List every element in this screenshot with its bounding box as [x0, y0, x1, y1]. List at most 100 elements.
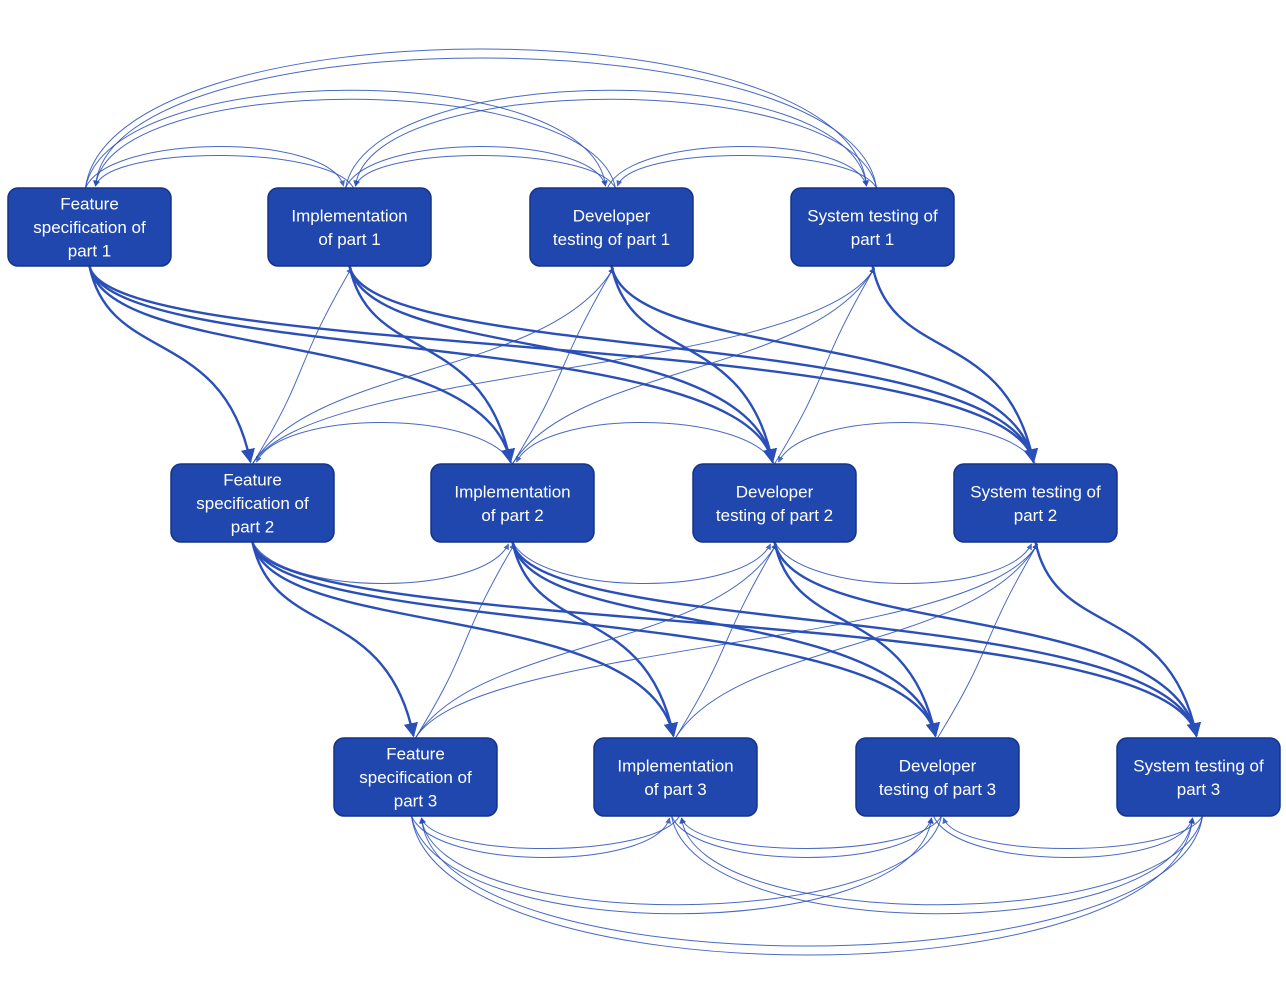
same-part-edge — [85, 48, 870, 189]
same-part-edge — [512, 541, 771, 584]
cross-part-edge — [88, 265, 515, 464]
same-part-edge — [420, 815, 680, 849]
cross-part-edge — [511, 541, 940, 738]
same-part-edge — [942, 815, 1203, 849]
node-label-line: part 3 — [394, 792, 437, 811]
cross-part-return-edge — [415, 543, 515, 739]
node-label-line: Developer — [573, 206, 651, 225]
cross-part-edge — [610, 265, 1038, 464]
cross-part-edge — [348, 265, 1038, 464]
same-part-edge — [516, 422, 775, 465]
cross-part-edge — [871, 265, 1038, 464]
same-part-edge — [252, 541, 509, 584]
cross-part-return-edge — [252, 267, 352, 465]
node-dt2: Developer testing of part 2 — [692, 463, 857, 543]
node-box — [1116, 737, 1281, 817]
cross-part-return-edge — [252, 267, 614, 465]
same-part-edge — [418, 815, 1203, 947]
node-label-line: specification of — [196, 494, 309, 513]
cross-part-edge — [348, 265, 515, 464]
node-box — [692, 463, 857, 543]
same-part-edge — [353, 98, 877, 189]
node-label-line: Feature — [60, 195, 119, 214]
node-box — [430, 463, 595, 543]
activity-nodes: Feature specification of part 1 Implementat… — [7, 187, 1281, 817]
node-box — [170, 463, 335, 543]
node-label-line: of part 3 — [644, 780, 706, 799]
node-fs1: Feature specification of part 1 — [7, 187, 172, 267]
node-box — [267, 187, 432, 267]
same-part-edge — [607, 146, 868, 189]
node-dt1: Developer testing of part 1 — [529, 187, 694, 267]
cross-part-return-edge — [512, 267, 614, 465]
cross-part-edge — [251, 541, 678, 738]
dependency-edges — [85, 48, 1203, 956]
node-box — [529, 187, 694, 267]
cross-part-edge — [251, 541, 1201, 738]
node-box — [593, 737, 758, 817]
node-box — [333, 737, 498, 817]
same-part-edge — [671, 815, 933, 858]
node-label-line: part 1 — [851, 230, 894, 249]
same-part-edge — [354, 155, 616, 189]
node-box — [7, 187, 172, 267]
node-label-line: testing of part 2 — [716, 506, 833, 525]
node-label-line: Implementation — [617, 756, 733, 775]
same-part-edge — [419, 815, 942, 906]
node-label-line: Implementation — [291, 206, 407, 225]
node-label-line: Feature — [386, 745, 445, 764]
cross-part-edge — [1034, 541, 1201, 738]
cross-part-edge — [251, 541, 418, 738]
cross-part-edge — [773, 541, 940, 738]
same-part-edge — [85, 146, 345, 189]
same-part-edge — [778, 422, 1036, 465]
cross-part-edge — [610, 265, 777, 464]
same-part-edge — [411, 815, 934, 915]
node-im1: Implementation of part 1 — [267, 187, 432, 267]
same-part-edge — [85, 89, 608, 189]
node-label-line: part 2 — [231, 518, 274, 537]
same-part-edge — [411, 815, 671, 858]
cross-part-return-edge — [675, 543, 777, 739]
node-label-line: specification of — [33, 218, 146, 237]
node-box — [790, 187, 955, 267]
same-part-edge — [345, 146, 607, 189]
same-part-edge — [679, 815, 1203, 906]
same-part-edge — [411, 815, 1196, 956]
node-label-line: Implementation — [454, 482, 570, 501]
node-label-line: part 1 — [68, 242, 111, 261]
node-label-line: testing of part 1 — [553, 230, 670, 249]
node-im3: Implementation of part 3 — [593, 737, 758, 817]
cross-part-return-edge — [415, 543, 777, 739]
node-label-line: System testing of — [807, 206, 938, 225]
node-box — [855, 737, 1020, 817]
node-label-line: Developer — [899, 756, 977, 775]
node-label-line: part 3 — [1177, 780, 1220, 799]
same-part-edge — [774, 541, 1032, 584]
node-label-line: System testing of — [970, 482, 1101, 501]
same-part-edge — [94, 155, 354, 189]
node-box — [953, 463, 1118, 543]
node-label-line: of part 1 — [318, 230, 380, 249]
node-st1: System testing of part 1 — [790, 187, 955, 267]
node-label-line: Developer — [736, 482, 814, 501]
cross-part-return-edge — [937, 543, 1038, 739]
cross-part-edge — [88, 265, 255, 464]
same-part-edge — [616, 155, 877, 189]
cross-part-return-edge — [774, 267, 875, 465]
node-st3: System testing of part 3 — [1116, 737, 1281, 817]
node-fs2: Feature specification of part 2 — [170, 463, 335, 543]
same-part-edge — [933, 815, 1194, 858]
same-part-edge — [671, 815, 1195, 915]
same-part-edge — [93, 98, 616, 189]
node-label-line: System testing of — [1133, 756, 1264, 775]
same-part-edge — [680, 815, 942, 849]
cross-part-edge — [511, 541, 678, 738]
cross-part-edge — [348, 265, 777, 464]
node-label-line: Feature — [223, 471, 282, 490]
